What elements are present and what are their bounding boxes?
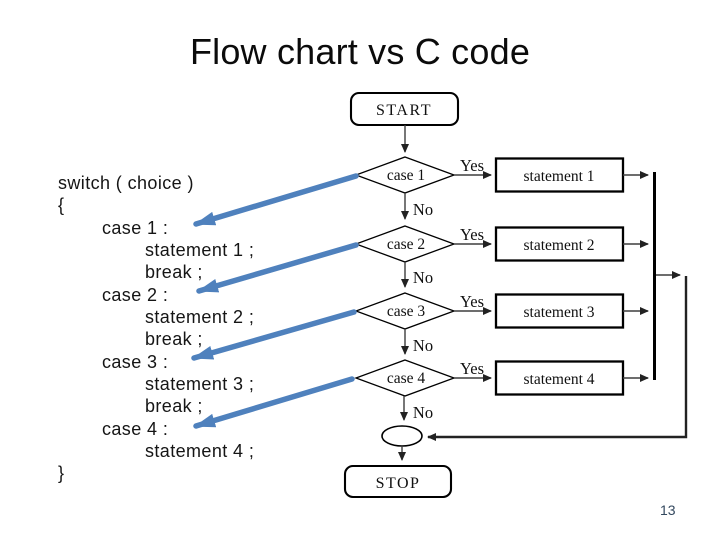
slide-title: Flow chart vs C code [189,31,531,72]
yes-label-2: Yes [460,225,484,244]
no-label-2: No [413,268,433,287]
code-line: statement 4 ; [145,441,255,462]
statement-box-3 [494,293,625,329]
yes-label-3: Yes [460,292,484,311]
no-label-3: No [413,336,433,355]
no-label-4: No [413,403,433,422]
code-line: statement 1 ; [145,240,255,261]
code-line: switch ( choice ) [58,173,194,193]
code-line: case 4 : [102,418,169,439]
decision-case-3-label: case 3 [387,303,426,320]
mapping-arrow-case-3 [191,309,357,361]
decision-case-1-label: case 1 [387,167,425,184]
start-node-label: START [376,102,432,119]
statement-box-3-label: statement 3 [523,304,594,321]
code-line: } [58,463,65,484]
statement-box-4 [494,360,625,396]
code-block: switch ( choice ) { case 1 : statement 1… [58,172,254,485]
code-line: statement 3 ; [145,374,255,395]
stop-node [343,464,453,499]
yes-label-1: Yes [460,156,484,175]
code-line: { [58,195,65,216]
stop-node-label: STOP [376,475,421,492]
code-line: statement 2 ; [145,307,255,328]
code-line: break ; [145,329,203,350]
code-line: break ; [145,396,203,417]
mapping-arrow-case-1 [193,173,359,227]
code-line: case 1 : [102,217,169,238]
yes-label-4: Yes [460,359,484,378]
decision-case-4 [354,359,456,397]
code-line: case 2 : [102,284,169,305]
statement-box-4-label: statement 4 [523,371,594,388]
decision-case-2-label: case 2 [387,236,425,253]
statement-box-2-label: statement 2 [523,237,594,254]
no-label-1: No [413,200,433,219]
code-line: case 3 : [102,351,169,372]
merge-rail-outer [427,276,688,441]
page-number: 13 [660,502,676,518]
mapping-arrow-case-4 [193,376,355,429]
decision-case-4-label: case 4 [387,370,426,387]
statement-box-1-label: statement 1 [523,168,594,185]
code-line: break ; [145,262,203,283]
connector-ellipse [381,425,423,447]
mapping-arrow-case-2 [196,242,359,294]
